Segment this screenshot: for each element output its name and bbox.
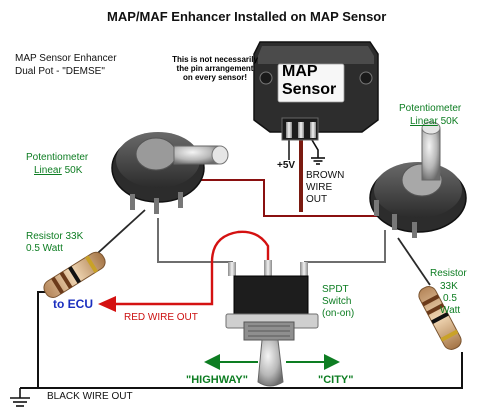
red-wire-out-label: RED WIRE OUT [124, 312, 198, 323]
right-potentiometer [369, 121, 467, 238]
brown-wire-label-3: OUT [306, 194, 328, 205]
switch-label-1: SPDT [322, 284, 349, 295]
left-resistor [43, 251, 106, 298]
resistor-leads [87, 209, 431, 286]
left-pot-linear: Linear [34, 165, 62, 176]
right-resistor-label-3: 0.5 [443, 293, 457, 304]
diagram-title: MAP/MAF Enhancer Installed on MAP Sensor [107, 9, 387, 24]
pin-arrangement-note: This is not necessarily the pin arrangem… [172, 55, 258, 82]
right-pot-label-1: Potentiometer [399, 103, 462, 114]
left-pot-value: 50K [61, 165, 83, 176]
brown-wire-label-1: BROWN [306, 170, 345, 181]
right-pot-linear: Linear [410, 116, 438, 127]
subtitle-line-1: MAP Sensor Enhancer [15, 53, 117, 64]
to-ecu-label: to ECU [53, 297, 93, 311]
right-resistor-label-2: 33K [440, 281, 458, 292]
switch-label-2: Switch [322, 296, 352, 307]
left-potentiometer [111, 132, 229, 214]
subtitle-line-2: Dual Pot - "DEMSE" [15, 66, 105, 77]
left-resistor-label-1: Resistor 33K [26, 231, 84, 242]
red-wire [112, 230, 270, 306]
chassis-ground-symbol [10, 388, 30, 407]
sensor-ground-wire [311, 139, 325, 165]
black-wire-out-label: BLACK WIRE OUT [47, 391, 133, 402]
brown-wire-label-2: WIRE [306, 182, 333, 193]
dark-red-wire [186, 179, 379, 217]
map-sensor-label-1: MAP [282, 63, 318, 80]
switch-label-3: (on-on) [322, 308, 355, 319]
city-label: "CITY" [318, 374, 354, 386]
right-resistor-label-4: Watt [440, 305, 461, 316]
right-resistor-label-1: Resistor [430, 268, 467, 279]
right-pot-label-2: Linear 50K [410, 116, 459, 128]
left-resistor-label-2: 0.5 Watt [26, 243, 63, 254]
spdt-switch [225, 260, 319, 387]
highway-label: "HIGHWAY" [186, 374, 248, 386]
right-resistor [418, 286, 462, 350]
red-wire-arrowhead [98, 296, 116, 312]
left-pot-label-1: Potentiometer [26, 152, 89, 163]
right-pot-value: 50K [437, 116, 459, 127]
map-sensor-label-2: Sensor [282, 81, 337, 98]
left-pot-label-2: Linear 50K [34, 165, 83, 177]
map-sensor [253, 41, 379, 141]
plus5v-label: +5V [277, 160, 296, 171]
